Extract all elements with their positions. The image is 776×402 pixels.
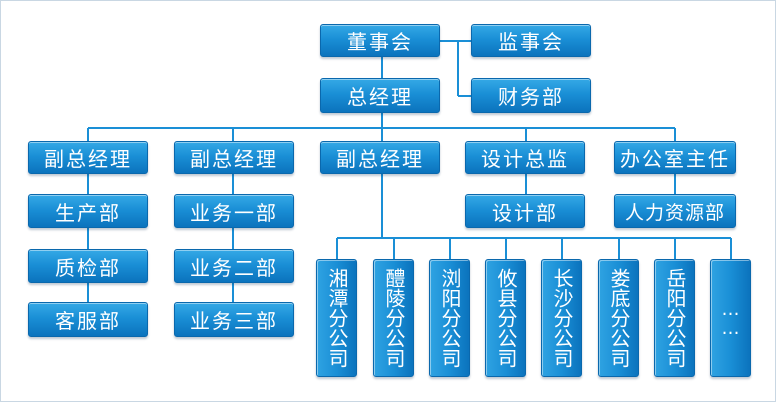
hr-box: 人力资源部 [614,194,736,228]
branch-youxian: 攸县分公司 [485,259,526,377]
branch-yueyang: 岳阳分公司 [654,259,695,377]
finance-box: 财务部 [471,78,591,113]
biz2-box: 业务二部 [174,249,294,283]
quality-box: 质检部 [28,249,148,283]
office-director-box: 办公室主任 [614,141,736,174]
design-dept-box: 设计部 [465,194,585,228]
branch-liuyang: 浏阳分公司 [429,259,470,377]
vp-box-1: 副总经理 [28,141,148,174]
customer-service-box: 客服部 [28,302,148,337]
vp-box-3: 副总经理 [320,141,440,174]
branch-loudi: 娄底分公司 [598,259,639,377]
production-box: 生产部 [28,194,148,228]
gm-box: 总经理 [320,78,440,113]
supervisory-box: 监事会 [471,24,591,57]
vp-box-2: 副总经理 [174,141,294,174]
board-box: 董事会 [320,24,440,57]
biz3-box: 业务三部 [174,302,294,337]
branch-more: …… [710,259,751,377]
branch-changsha: 长沙分公司 [541,259,582,377]
branch-xiangtan: 湘潭分公司 [316,259,357,377]
branch-liling: 醴陵分公司 [373,259,414,377]
biz1-box: 业务一部 [174,194,294,228]
design-director-box: 设计总监 [465,141,585,174]
